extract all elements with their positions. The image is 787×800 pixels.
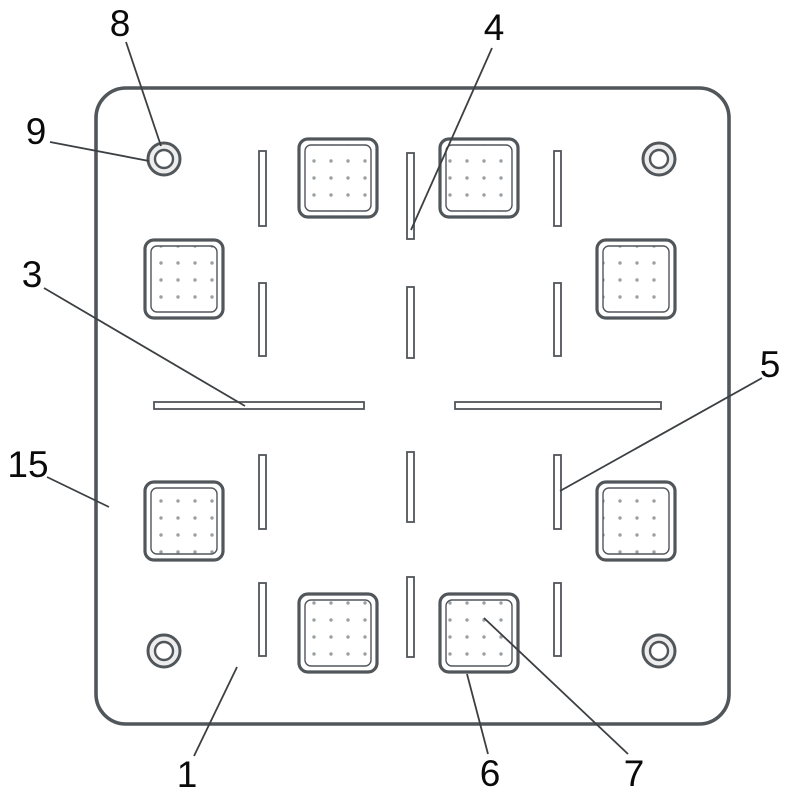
pad-bottom-left — [297, 592, 379, 674]
label-4: 4 — [484, 7, 505, 48]
leader-6 — [466, 673, 489, 755]
leader-8 — [125, 41, 162, 147]
slot-right-col-4 — [553, 582, 562, 657]
leader-4 — [410, 47, 493, 231]
leader-7 — [483, 617, 629, 755]
hole-inner-ring — [648, 148, 670, 170]
pad-top-left — [297, 137, 379, 219]
slot-left-col-3 — [258, 454, 267, 530]
pad-bottom-right — [438, 592, 520, 674]
leader-1 — [193, 666, 238, 757]
label-6: 6 — [480, 753, 501, 794]
corner-hole-top-left — [146, 141, 182, 177]
pad-surface — [150, 245, 218, 313]
pad-surface — [445, 144, 513, 212]
slot-center-col-2 — [406, 286, 415, 359]
corner-hole-top-right — [641, 141, 677, 177]
pad-surface — [304, 599, 372, 667]
leader-lines — [43, 41, 763, 757]
slot-left-col-4 — [258, 582, 267, 657]
label-8: 8 — [110, 3, 131, 44]
hole-inner-ring — [648, 640, 670, 662]
pad-right-lower — [595, 480, 677, 562]
pad-surface — [150, 487, 218, 555]
slots — [153, 150, 662, 658]
slot-horizontal-left — [153, 401, 365, 410]
slot-center-col-4 — [406, 576, 415, 658]
reference-numerals: 8 9 4 3 5 15 1 6 7 — [7, 3, 780, 795]
slot-center-col-1 — [406, 152, 415, 240]
slot-center-col-3 — [406, 451, 415, 523]
leader-15 — [46, 476, 110, 508]
pad-left-lower — [143, 480, 225, 562]
pad-surface — [445, 599, 513, 667]
corner-hole-bottom-right — [641, 633, 677, 669]
label-15: 15 — [7, 444, 48, 485]
leader-3 — [43, 287, 246, 407]
leader-5 — [559, 377, 763, 492]
leader-9 — [49, 141, 150, 162]
label-1: 1 — [177, 754, 198, 795]
corner-hole-bottom-left — [146, 633, 182, 669]
hole-inner-ring — [153, 148, 175, 170]
pad-surface — [602, 245, 670, 313]
pad-surface — [602, 487, 670, 555]
slot-right-col-3 — [553, 454, 562, 530]
hole-inner-ring — [153, 640, 175, 662]
pad-right-upper — [595, 238, 677, 320]
slot-left-col-2 — [258, 282, 267, 357]
plate-outline — [94, 86, 731, 726]
slot-right-col-1 — [553, 150, 562, 227]
label-9: 9 — [26, 111, 47, 152]
pad-surface — [304, 144, 372, 212]
label-5: 5 — [760, 344, 781, 385]
label-7: 7 — [624, 753, 645, 794]
slot-left-col-1 — [258, 150, 267, 227]
pad-left-upper — [143, 238, 225, 320]
slot-right-col-2 — [553, 282, 562, 357]
pad-top-right — [438, 137, 520, 219]
slot-horizontal-right — [454, 401, 662, 410]
label-3: 3 — [22, 254, 43, 295]
